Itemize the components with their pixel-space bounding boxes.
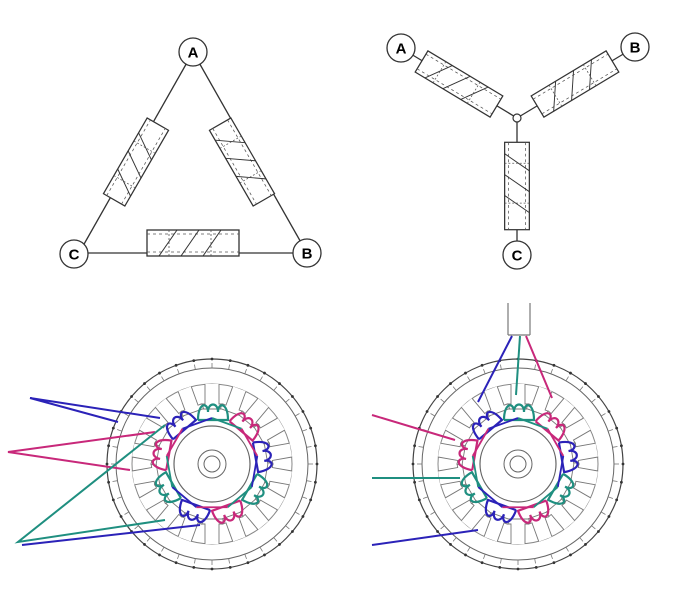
delta-label-b: B [302, 246, 313, 263]
wye-connection: A B C [386, 32, 650, 270]
wye-lead-wires [371, 303, 553, 546]
delta-label-a: A [188, 45, 199, 62]
wye-label-a: A [396, 41, 407, 58]
coil-icon [484, 498, 518, 524]
delta-label-c: C [69, 247, 80, 264]
coil-icon [457, 438, 479, 472]
coil-icon [251, 440, 273, 474]
coil-icon [228, 412, 260, 443]
neutral-lead-phase-a [477, 335, 513, 403]
wye-label-c: C [512, 248, 523, 265]
wye-label-b: B [630, 40, 641, 57]
coil-icon [165, 410, 198, 441]
delta-lead-wires [7, 397, 201, 546]
stator-wye-winding [411, 357, 625, 571]
coil-icon [178, 498, 212, 524]
delta-node-a: A [178, 37, 208, 67]
coil-icon [154, 470, 182, 504]
lead-wire-phase-a [29, 397, 161, 423]
neutral-lead-phase-b [525, 335, 553, 399]
delta-node-b: B [292, 238, 322, 268]
coil-icon [240, 472, 269, 505]
lead-wire-phase-a-return [21, 524, 201, 546]
coil-icon [460, 470, 488, 504]
coil-icon [208, 117, 276, 207]
coil-icon [414, 50, 504, 118]
delta-connection: A B C [59, 37, 322, 269]
coil-icon [502, 403, 536, 422]
lead-wire-phase-b [371, 414, 456, 441]
coil-icon [557, 440, 579, 474]
lead-wire-phase-c [14, 424, 166, 544]
coil-icon [471, 410, 504, 441]
neutral-lead-phase-c [515, 335, 521, 396]
coil-icon [530, 50, 620, 118]
coil-icon [504, 141, 530, 231]
rotor-icon [479, 425, 557, 503]
coil-icon [516, 499, 550, 524]
coil-icon [534, 412, 566, 443]
rotor-icon [173, 425, 251, 503]
wye-node-b: B [620, 32, 650, 62]
coil-icon [546, 472, 575, 505]
coil-icon [196, 403, 230, 422]
delta-node-c: C [59, 239, 89, 269]
coil-icon [102, 117, 170, 207]
lead-wire-phase-a [371, 529, 479, 546]
lead-wire-phase-b [7, 431, 156, 471]
wye-neutral-point [512, 113, 522, 123]
coil-icon [146, 229, 240, 257]
wye-node-c: C [502, 240, 532, 270]
coil-icon [210, 499, 244, 524]
stator-delta-winding [105, 357, 319, 571]
wye-node-a: A [386, 33, 416, 63]
coil-icon [151, 438, 173, 472]
